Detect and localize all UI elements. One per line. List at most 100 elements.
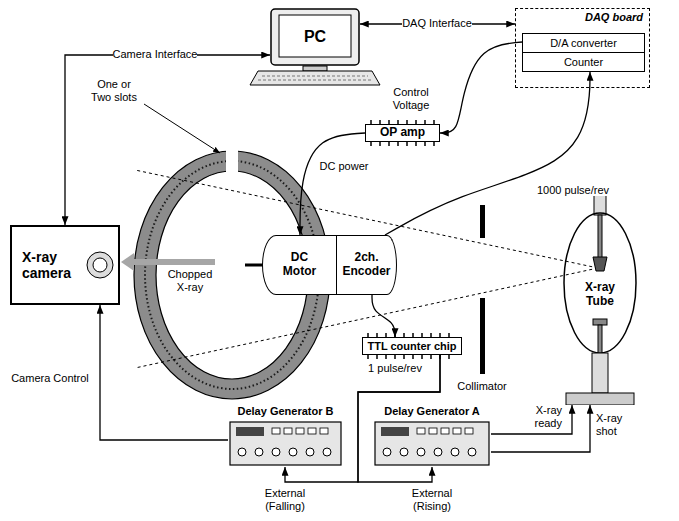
delay-generator: Delay Generator A bbox=[373, 405, 491, 467]
counter-box: Counter bbox=[522, 52, 645, 72]
instrument-button bbox=[417, 428, 425, 434]
chip-pin bbox=[424, 142, 426, 146]
edge-label-box: DC power bbox=[314, 160, 374, 173]
instrument-connector bbox=[255, 448, 263, 456]
signal-label: Control Voltage bbox=[393, 86, 430, 111]
node-label: OP amp bbox=[380, 126, 425, 140]
wheel-slot bbox=[226, 149, 238, 173]
signal-label: External (Falling) bbox=[265, 487, 305, 512]
encoder: 2ch. Encoder bbox=[337, 235, 397, 295]
instrument-button bbox=[429, 428, 437, 434]
instrument-button bbox=[272, 428, 280, 434]
instrument-connector bbox=[383, 448, 391, 456]
instrument-connector bbox=[289, 448, 297, 456]
node-label: Delay Generator A bbox=[373, 405, 491, 418]
instrument-connector bbox=[417, 448, 425, 456]
signal-label: External (Rising) bbox=[412, 487, 452, 512]
node-label: 2ch. Encoder bbox=[342, 251, 392, 279]
chopped-beam-head bbox=[121, 253, 134, 271]
signal-label: 1000 pulse/rev bbox=[537, 184, 609, 196]
instrument-button bbox=[308, 428, 316, 434]
chopped-beam-arrow bbox=[132, 259, 215, 265]
connector bbox=[65, 55, 270, 225]
chip-pin bbox=[421, 355, 423, 359]
keyboard bbox=[250, 71, 380, 85]
edge-label-box: Camera Control bbox=[4, 372, 96, 385]
tube-part bbox=[592, 353, 608, 393]
chip-pin bbox=[394, 355, 396, 359]
signal-label: DAQ Interface bbox=[402, 17, 472, 29]
chip-pin bbox=[385, 355, 387, 359]
chip-pin bbox=[430, 355, 432, 359]
instrument-case bbox=[375, 422, 489, 465]
collimator-plate bbox=[480, 205, 485, 238]
chip-pin bbox=[403, 355, 405, 359]
chip-pin bbox=[370, 142, 372, 146]
instrument-connector bbox=[434, 448, 442, 456]
dc-motor: DC Motor bbox=[262, 235, 337, 295]
chip-pin bbox=[397, 142, 399, 146]
edge-label-box: Control Voltage bbox=[380, 86, 442, 112]
instrument-connector bbox=[468, 448, 476, 456]
instrument-connector bbox=[272, 448, 280, 456]
tube-part bbox=[564, 213, 636, 353]
instrument-display bbox=[236, 427, 264, 436]
instrument-button bbox=[453, 428, 461, 434]
edge-label-box: X-ray shot bbox=[596, 412, 642, 438]
chip-pin bbox=[379, 142, 381, 146]
instrument-connector bbox=[306, 448, 314, 456]
xray-camera: X-ray camera bbox=[10, 225, 120, 305]
edge-label-box: External (Falling) bbox=[250, 487, 320, 513]
keyboard-keys bbox=[262, 76, 368, 77]
signal-label: DC power bbox=[320, 160, 369, 172]
converter-box: D/A converter bbox=[522, 33, 645, 53]
lens bbox=[87, 252, 113, 278]
signal-label: X-ray shot bbox=[596, 412, 622, 437]
opamp-chip: OP amp bbox=[365, 124, 440, 142]
instrument-connector bbox=[323, 448, 331, 456]
instrument-connector bbox=[238, 448, 246, 456]
node-label: Delay Generator B bbox=[228, 405, 343, 418]
signal-label: 1 pulse/rev bbox=[368, 362, 422, 374]
edge-label-box: Camera Interface bbox=[100, 48, 210, 61]
chip-pin bbox=[376, 355, 378, 359]
annotation: Collimator bbox=[457, 380, 507, 392]
connector bbox=[385, 72, 590, 235]
tube-part bbox=[598, 325, 602, 353]
instrument-button bbox=[284, 428, 292, 434]
edge-label-box: DAQ Interface bbox=[392, 17, 482, 30]
node-label: X-ray camera bbox=[22, 249, 84, 281]
leader-line bbox=[144, 104, 220, 153]
chip-pin bbox=[412, 355, 414, 359]
signal-label: Camera Control bbox=[11, 372, 89, 384]
tube-part bbox=[598, 215, 602, 259]
keyboard-keys bbox=[258, 80, 373, 81]
node-label: DC Motor bbox=[275, 251, 325, 279]
xray-tube: X-ray Tube bbox=[560, 195, 640, 405]
instrument-button bbox=[465, 428, 473, 434]
connector bbox=[100, 305, 228, 440]
signal-label: X-ray ready bbox=[534, 404, 562, 429]
tube-part bbox=[594, 195, 606, 215]
edge-label-box: 1000 pulse/rev bbox=[528, 184, 618, 197]
monitor-bezel bbox=[271, 9, 359, 65]
instrument-connector bbox=[451, 448, 459, 456]
edge-label-box: External (Rising) bbox=[397, 487, 467, 513]
annotation-box: Chopped X-ray bbox=[164, 268, 216, 294]
annotation-box: One or Two slots bbox=[88, 78, 140, 104]
connector bbox=[300, 133, 365, 235]
ttl-counter-chip: TTL counter chip bbox=[362, 337, 462, 355]
chip-pin bbox=[388, 142, 390, 146]
instrument-connector bbox=[400, 448, 408, 456]
monitor-stand bbox=[303, 66, 327, 71]
instrument-case bbox=[230, 422, 341, 465]
collimator-plate bbox=[480, 298, 485, 374]
tube-part bbox=[566, 393, 634, 405]
chip-pin bbox=[448, 355, 450, 359]
node-label: TTL counter chip bbox=[367, 340, 456, 353]
connector bbox=[372, 295, 395, 337]
tube-part bbox=[593, 319, 607, 325]
connector bbox=[491, 405, 572, 434]
instrument-display bbox=[381, 427, 409, 436]
